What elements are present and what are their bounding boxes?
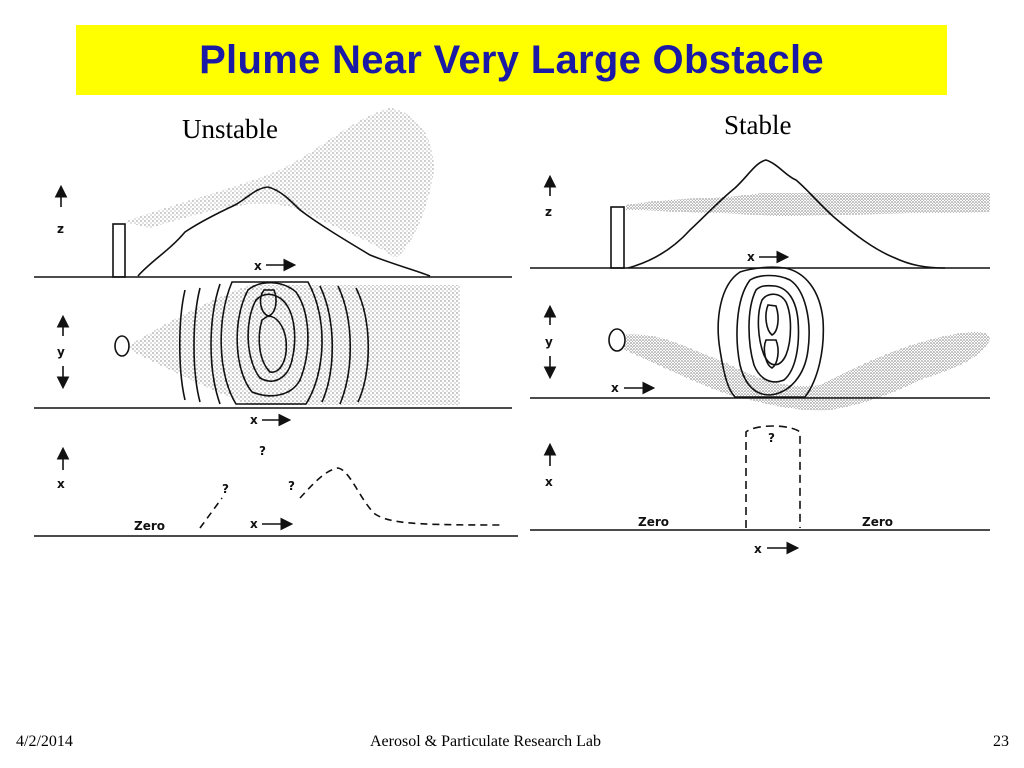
- title-banner: Plume Near Very Large Obstacle: [76, 25, 947, 95]
- stable-plan-plume: [620, 331, 990, 411]
- stable-axis-y: y: [545, 335, 553, 349]
- stable-dashed-box: [745, 425, 801, 528]
- unstable-question-3: ?: [288, 479, 295, 493]
- stable-plan-source: [608, 328, 626, 352]
- unstable-zero-label: Zero: [134, 519, 165, 533]
- stable-question: ?: [768, 431, 775, 445]
- stable-zero-left: Zero: [638, 515, 669, 529]
- stable-axis-x-bottom: x: [754, 542, 762, 556]
- unstable-axis-x-top: x: [254, 259, 262, 273]
- stable-plan-view: y x: [530, 266, 990, 411]
- unstable-plan-source: [114, 335, 130, 357]
- stable-concentration-view: x ? Zero Zero x: [530, 425, 990, 556]
- unstable-concentration-view: x ? ? ? Zero x: [34, 444, 518, 537]
- unstable-axis-x-vertical: x: [57, 477, 65, 491]
- stable-axis-z: z: [545, 205, 552, 219]
- unstable-contours: [178, 281, 370, 405]
- unstable-label: Unstable: [182, 114, 278, 144]
- stable-side-plume: [626, 193, 990, 216]
- stable-stack: [610, 206, 625, 269]
- stable-hill: [627, 159, 946, 269]
- unstable-dashed-peak: [299, 467, 501, 526]
- unstable-plan-view: y x: [34, 281, 512, 427]
- stable-side-view: z x: [530, 159, 990, 269]
- stable-axis-x-vertical: x: [545, 475, 553, 489]
- stable-axis-x-mid: x: [611, 381, 619, 395]
- unstable-axis-x-bottom: x: [250, 517, 258, 531]
- footer-date: 4/2/2014: [16, 733, 73, 750]
- footer-page-number: 23: [993, 733, 1009, 750]
- unstable-side-view: z x: [34, 108, 512, 278]
- unstable-axis-y: y: [57, 345, 65, 359]
- unstable-dashed-rise: [199, 497, 223, 529]
- footer-lab-name: Aerosol & Particulate Research Lab: [370, 733, 602, 750]
- stable-contours: [717, 266, 825, 398]
- unstable-axis-x-mid: x: [250, 413, 258, 427]
- unstable-stack: [112, 223, 126, 278]
- slide-title: Plume Near Very Large Obstacle: [199, 37, 824, 82]
- unstable-axis-z: z: [57, 222, 64, 236]
- stable-axis-x-top: x: [747, 250, 755, 264]
- stable-label: Stable: [724, 110, 792, 140]
- unstable-hill: [137, 186, 431, 277]
- unstable-question-1: ?: [259, 444, 266, 458]
- unstable-question-2: ?: [222, 482, 229, 496]
- unstable-side-plume: [124, 108, 434, 258]
- stable-zero-right: Zero: [862, 515, 893, 529]
